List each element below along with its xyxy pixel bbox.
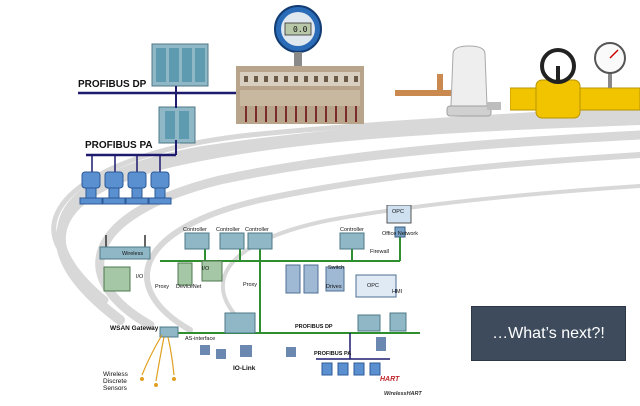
plc-rack-top	[151, 43, 209, 87]
label-wireless: Wireless	[122, 251, 144, 257]
label-proxy-left: Proxy	[155, 284, 170, 290]
label-profibus-pa-bottom: PROFIBUS PA	[314, 351, 352, 357]
label-opc-box: OPC	[367, 283, 379, 289]
label-office-network: Office Network	[382, 231, 418, 237]
whats-next-callout: …What’s next?!	[471, 306, 626, 361]
terminal-block-photo	[236, 66, 364, 124]
label-opc-top: OPC	[392, 209, 404, 215]
dp-pa-coupler	[158, 106, 196, 144]
label-profibus-dp-bottom: PROFIBUS DP	[295, 324, 333, 330]
gauge-readout: 0.0	[293, 25, 308, 34]
label-hmi: HMI	[392, 289, 403, 295]
label-controller-3: Controller	[245, 227, 269, 233]
valve-pressure-gauge-photo	[510, 42, 640, 119]
label-switch: Switch	[328, 265, 345, 271]
label-wirelesshart: WirelessHART	[384, 391, 422, 397]
label-drives: Drives	[326, 284, 342, 290]
profibus-top-lines	[78, 86, 253, 172]
digital-gauge-photo	[274, 5, 322, 66]
whats-next-text: …What’s next?!	[492, 324, 605, 342]
label-io-link: IO-Link	[233, 365, 256, 372]
label-controller-2: Controller	[216, 227, 240, 233]
label-as-interface: AS-interface	[185, 336, 216, 342]
network-diagram	[99, 205, 420, 387]
label-io-left: I/O	[136, 274, 144, 280]
temperature-transmitter-photo	[395, 45, 501, 117]
label-controller-1: Controller	[183, 227, 207, 233]
profibus-pa-label-top: PROFIBUS PA	[85, 140, 153, 151]
profibus-dp-label-top: PROFIBUS DP	[78, 79, 147, 90]
label-controller-4: Controller	[340, 227, 364, 233]
label-devicenet: DeviceNet	[176, 284, 202, 290]
pa-transmitters	[79, 171, 172, 205]
label-firewall: Firewall	[370, 249, 389, 255]
label-wireless-discrete-sensors: Wireless Discrete Sensors	[103, 371, 128, 392]
label-io-right: I/O	[202, 266, 210, 272]
label-hart: HART	[380, 376, 400, 383]
label-wsan-gateway: WSAN Gateway	[110, 325, 159, 332]
label-proxy-mid: Proxy	[243, 282, 258, 288]
